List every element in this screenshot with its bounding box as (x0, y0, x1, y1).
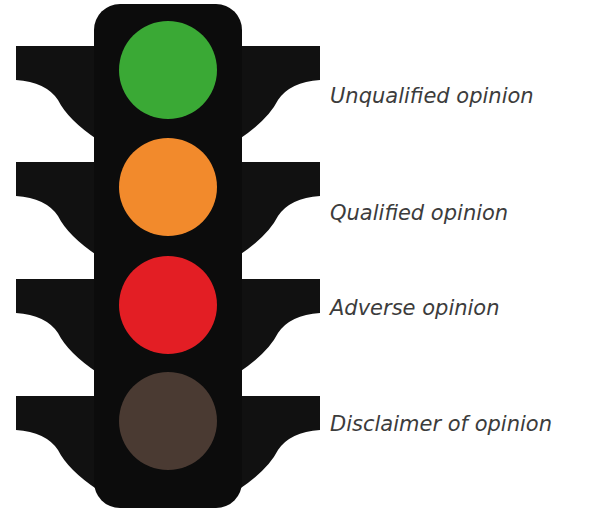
light-housing (94, 4, 242, 508)
visor (16, 279, 98, 373)
red-light (119, 256, 217, 354)
green-light (119, 21, 217, 119)
visor (238, 396, 320, 490)
opinion-label: Qualified opinion (330, 201, 508, 226)
dark-light (119, 372, 217, 470)
visor (16, 46, 98, 140)
opinion-label: Adverse opinion (330, 296, 500, 321)
visor (238, 46, 320, 140)
amber-light (119, 138, 217, 236)
opinion-label: Disclaimer of opinion (330, 412, 552, 437)
visor (238, 162, 320, 256)
visor (238, 279, 320, 373)
visor (16, 396, 98, 490)
visor (16, 162, 98, 256)
opinion-label: Unqualified opinion (330, 84, 534, 109)
